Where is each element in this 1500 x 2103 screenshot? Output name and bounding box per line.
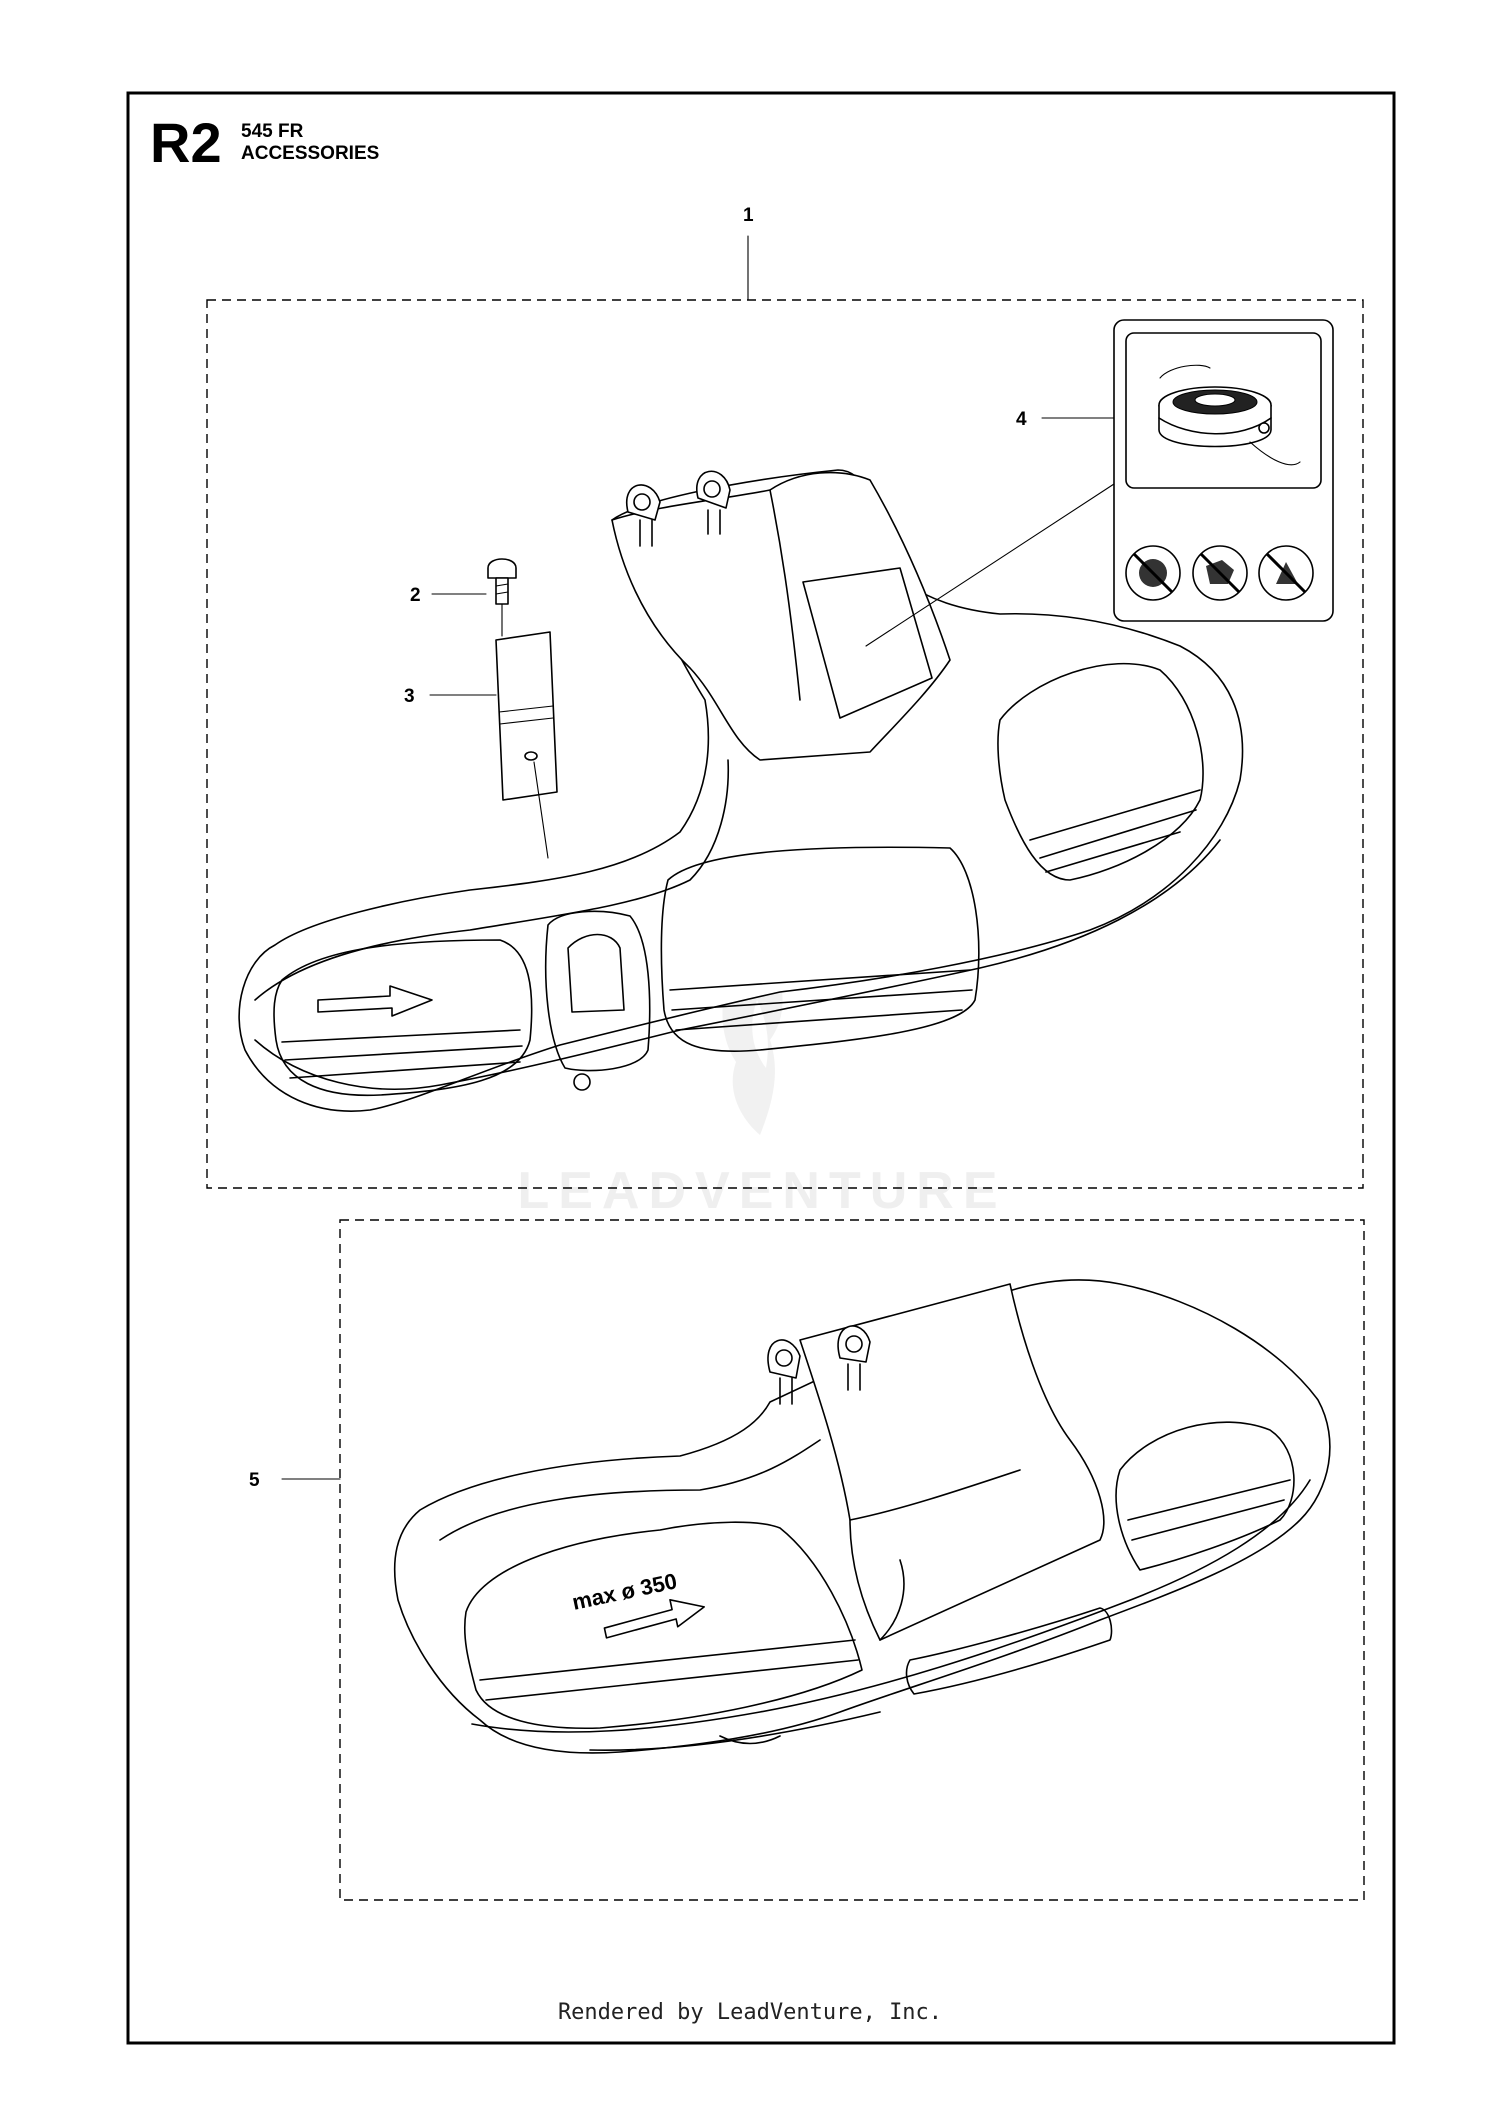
callout-3: 3: [404, 686, 415, 707]
guard-5-illustration: max ø 350: [393, 1279, 1331, 1754]
callout-1: 1: [743, 205, 754, 226]
footer-credit: Rendered by LeadVenture, Inc.: [557, 2000, 943, 2025]
callout-4: 4: [1016, 409, 1027, 430]
watermark-text: LEADVENTURE: [517, 1162, 1006, 1220]
guard-1-illustration: [238, 469, 1244, 1112]
screw-2-illustration: [487, 558, 517, 637]
callout-2: 2: [410, 585, 421, 606]
model-name: 545 FR: [241, 121, 304, 142]
part-5-dashed-box: [339, 1219, 1365, 1901]
diagram-border: [126, 91, 1396, 2045]
section-code: R2: [150, 111, 222, 174]
label-3-illustration: [495, 631, 558, 859]
decal-4-illustration: [1113, 319, 1334, 622]
kit-1-dashed-box: [206, 299, 1364, 1189]
section-title: ACCESSORIES: [241, 143, 379, 164]
callout-5: 5: [249, 1470, 260, 1491]
